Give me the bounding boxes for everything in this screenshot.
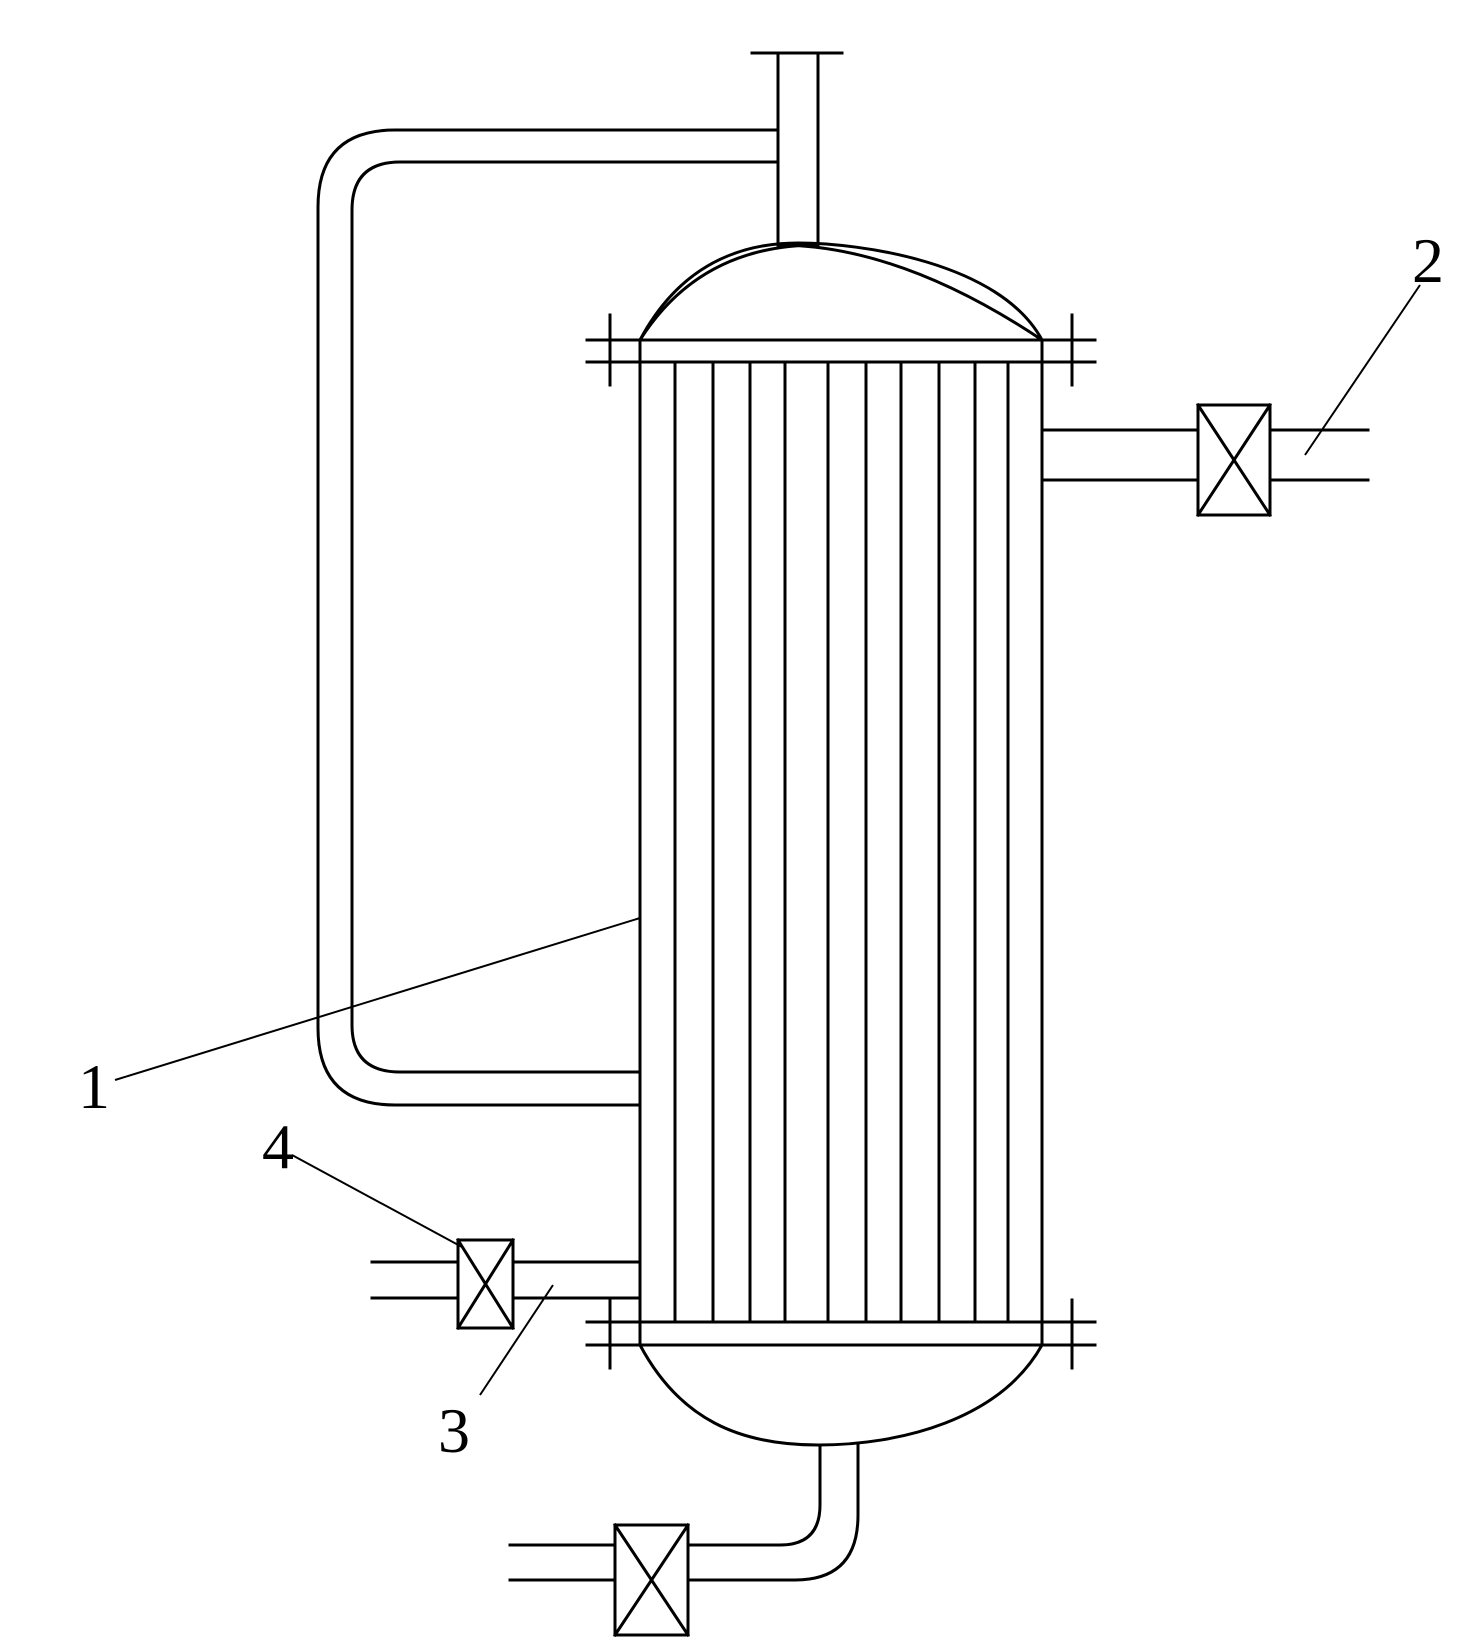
top-tube-sheet — [585, 313, 1097, 387]
leader-line-4 — [291, 1154, 463, 1248]
internal-tubes — [673, 360, 1010, 1324]
leader-line-1 — [114, 917, 641, 1081]
shell-body — [638, 338, 1044, 1347]
right-outlet-pipe — [1040, 428, 1370, 482]
top-dome-head — [637, 243, 1045, 343]
top-outlet-pipe — [750, 51, 844, 247]
bottom-tube-sheet — [585, 1298, 1097, 1370]
bottom-outlet-pipe — [508, 1443, 860, 1582]
label-1: 1 — [78, 1051, 110, 1122]
bottom-valve[interactable] — [612, 1522, 691, 1638]
left-valve[interactable] — [455, 1237, 516, 1331]
bypass-loop-pipe — [316, 128, 780, 1107]
leader-line-2 — [1304, 284, 1421, 456]
left-inlet-pipe — [370, 1260, 642, 1300]
label-4: 4 — [262, 1111, 294, 1182]
top-dome-arc — [637, 241, 1045, 343]
label-3: 3 — [438, 1395, 470, 1466]
right-valve[interactable] — [1195, 402, 1273, 518]
bottom-dome-head — [637, 1342, 1045, 1447]
label-2: 2 — [1412, 225, 1444, 296]
leader-line-3 — [479, 1284, 554, 1396]
